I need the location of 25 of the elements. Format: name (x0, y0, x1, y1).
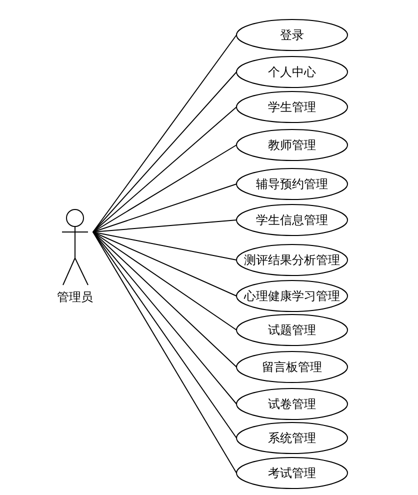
association-line (92, 232, 237, 368)
association-line (92, 106, 237, 232)
use-case-ellipse: 学生管理 (236, 91, 348, 123)
use-case-ellipse: 登录 (236, 19, 348, 51)
association-line (92, 232, 237, 296)
use-case-ellipse: 个人中心 (236, 56, 348, 88)
association-line (92, 232, 237, 330)
use-case-ellipse: 学生信息管理 (236, 204, 348, 236)
association-line (92, 144, 237, 232)
use-case-ellipse: 试卷管理 (236, 388, 348, 420)
use-case-ellipse: 留言板管理 (236, 351, 348, 383)
actor-label: 管理员 (57, 289, 93, 306)
use-case-ellipse: 教师管理 (236, 129, 348, 161)
association-line (92, 184, 237, 232)
use-case-ellipse: 心理健康学习管理 (236, 280, 348, 312)
association-line (92, 220, 237, 232)
association-line (92, 72, 237, 232)
use-case-ellipse: 试题管理 (236, 314, 348, 346)
use-case-ellipse: 测评结果分析管理 (236, 244, 348, 276)
association-line (92, 232, 237, 404)
use-case-ellipse: 系统管理 (236, 422, 348, 454)
use-case-ellipse: 考试管理 (236, 457, 348, 489)
association-line (92, 34, 237, 232)
use-case-ellipse: 辅导预约管理 (236, 168, 348, 200)
association-line (92, 232, 237, 260)
